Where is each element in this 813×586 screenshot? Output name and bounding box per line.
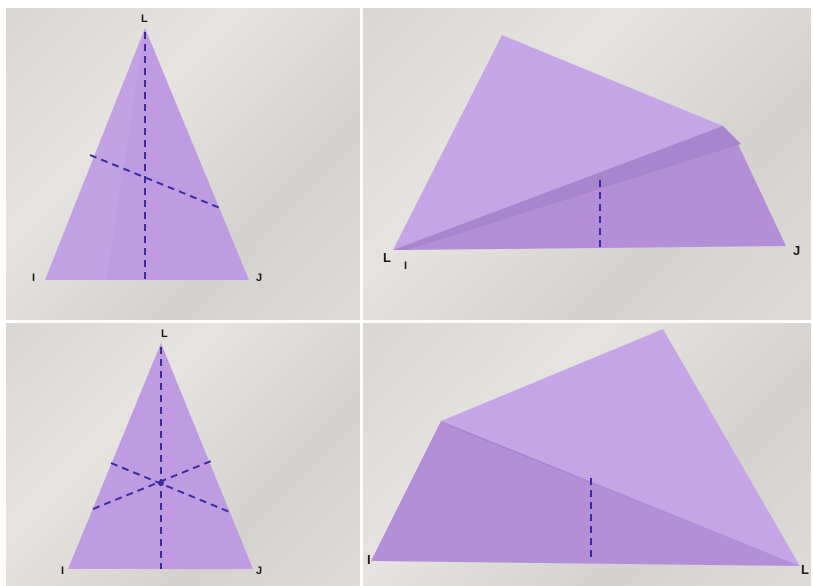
triangle-paper-flat-two-creases xyxy=(68,343,253,569)
bisector-crease-1 xyxy=(110,462,233,514)
photo-panel-top-right: L I J xyxy=(363,8,811,320)
vertex-label-i: I xyxy=(367,552,371,567)
bisector-crease-2 xyxy=(92,460,212,510)
vertex-label-i: I xyxy=(61,565,65,577)
vertex-label-l: L xyxy=(161,328,168,340)
intersection-point xyxy=(158,480,164,486)
vertex-label-l: L xyxy=(141,13,148,25)
paper-lower-layer xyxy=(408,144,786,250)
paper-fold-edge xyxy=(393,126,741,250)
photo-panel-bottom-right: I L xyxy=(363,323,811,586)
vertex-label-j: J xyxy=(256,565,263,577)
paper-folded-flap xyxy=(441,329,800,566)
paper-folded-flap xyxy=(393,35,741,250)
paper-lower-layer xyxy=(371,421,800,566)
vertex-label-j: J xyxy=(256,272,263,284)
photo-panel-top-left: L I J xyxy=(6,8,360,320)
vertex-label-i: I xyxy=(404,260,408,272)
vertex-label-j: J xyxy=(793,243,801,258)
paper-shade xyxy=(45,28,145,280)
paper-fold-edge xyxy=(441,421,800,566)
vertex-label-l: L xyxy=(383,250,391,265)
folded-paper-lj xyxy=(393,35,786,250)
vertex-label-i: I xyxy=(32,272,36,284)
folded-paper-jl xyxy=(371,329,800,566)
photo-panel-bottom-left: L I J xyxy=(6,323,360,586)
triangle-paper-flat xyxy=(45,28,249,280)
vertex-label-l: L xyxy=(801,562,809,577)
